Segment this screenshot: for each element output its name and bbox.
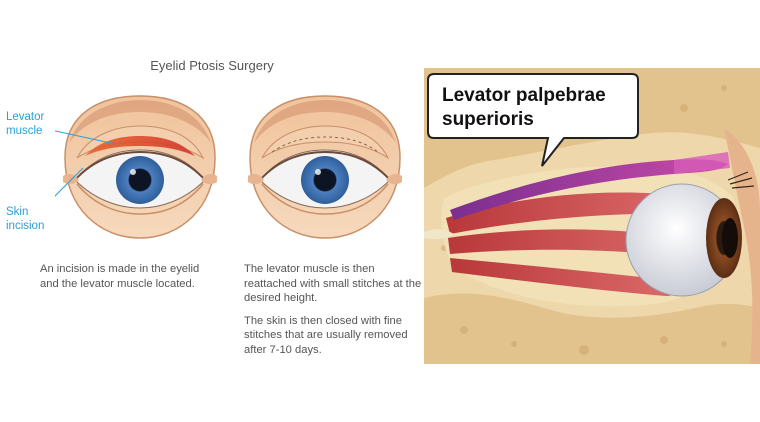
skin-incision-label: Skin incision — [6, 206, 45, 232]
caption-left: An incision is made in the eyelid and th… — [40, 262, 210, 299]
orbit-anatomy-illustration — [424, 68, 760, 364]
diagram-title: Eyelid Ptosis Surgery — [150, 58, 274, 73]
caption-left-text: An incision is made in the eyelid and th… — [40, 263, 200, 290]
caption-right-text-2: The skin is then closed with fine stitch… — [244, 314, 408, 356]
levator-palpebrae-callout: Levator palpebrae superioris — [442, 85, 606, 130]
eye-before-illustration — [55, 95, 217, 239]
eye-after-illustration — [248, 95, 402, 239]
caption-right: The levator muscle is then reattached wi… — [244, 262, 422, 365]
caption-right-text-1: The levator muscle is then reattached wi… — [244, 263, 422, 304]
levator-muscle-label: Levator muscle — [6, 111, 45, 137]
